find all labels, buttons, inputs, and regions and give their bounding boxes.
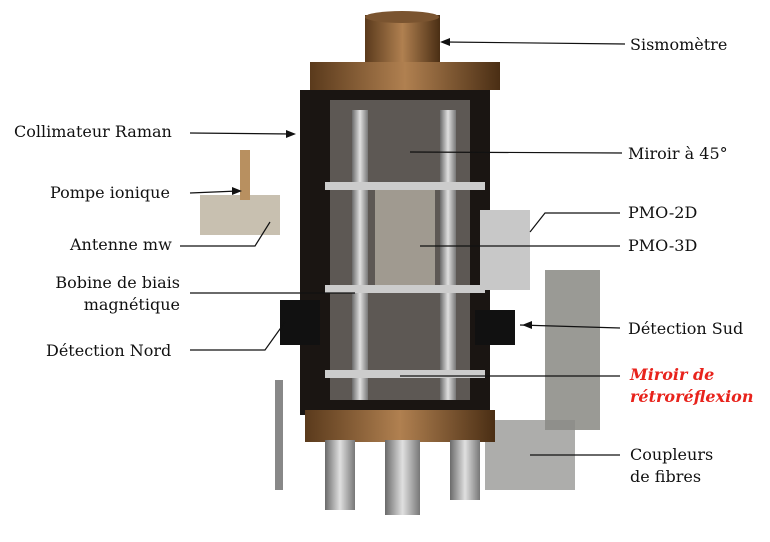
label-sismometre: Sismomètre	[630, 35, 728, 54]
label-coupleurs-line2: de fibres	[630, 467, 702, 486]
label-antenne: Antenne mw	[70, 235, 172, 254]
seismometer	[365, 15, 440, 65]
leader-lines	[180, 41, 626, 456]
label-miroir-retro-line2: rétroréflexion	[630, 387, 754, 406]
label-miroir-retro-line1: Miroir de	[630, 365, 715, 384]
label-collimateur: Collimateur Raman	[14, 122, 172, 141]
label-bobine: Bobine de biais magnétique	[30, 272, 180, 316]
label-coupleurs-line1: Coupleurs	[630, 445, 714, 464]
label-bobine-line2: magnétique	[83, 295, 180, 314]
label-miroir45: Miroir à 45°	[628, 144, 728, 163]
label-pmo3d: PMO-3D	[628, 236, 698, 255]
label-pmo2d: PMO-2D	[628, 203, 698, 222]
label-pompe: Pompe ionique	[50, 183, 170, 202]
label-coupleurs: Coupleurs de fibres	[630, 444, 713, 488]
label-detection-sud: Détection Sud	[628, 319, 744, 338]
label-bobine-line1: Bobine de biais	[55, 273, 180, 292]
label-miroir-retro: Miroir de rétroréflexion	[630, 364, 753, 408]
label-detection-nord: Détection Nord	[46, 341, 172, 360]
